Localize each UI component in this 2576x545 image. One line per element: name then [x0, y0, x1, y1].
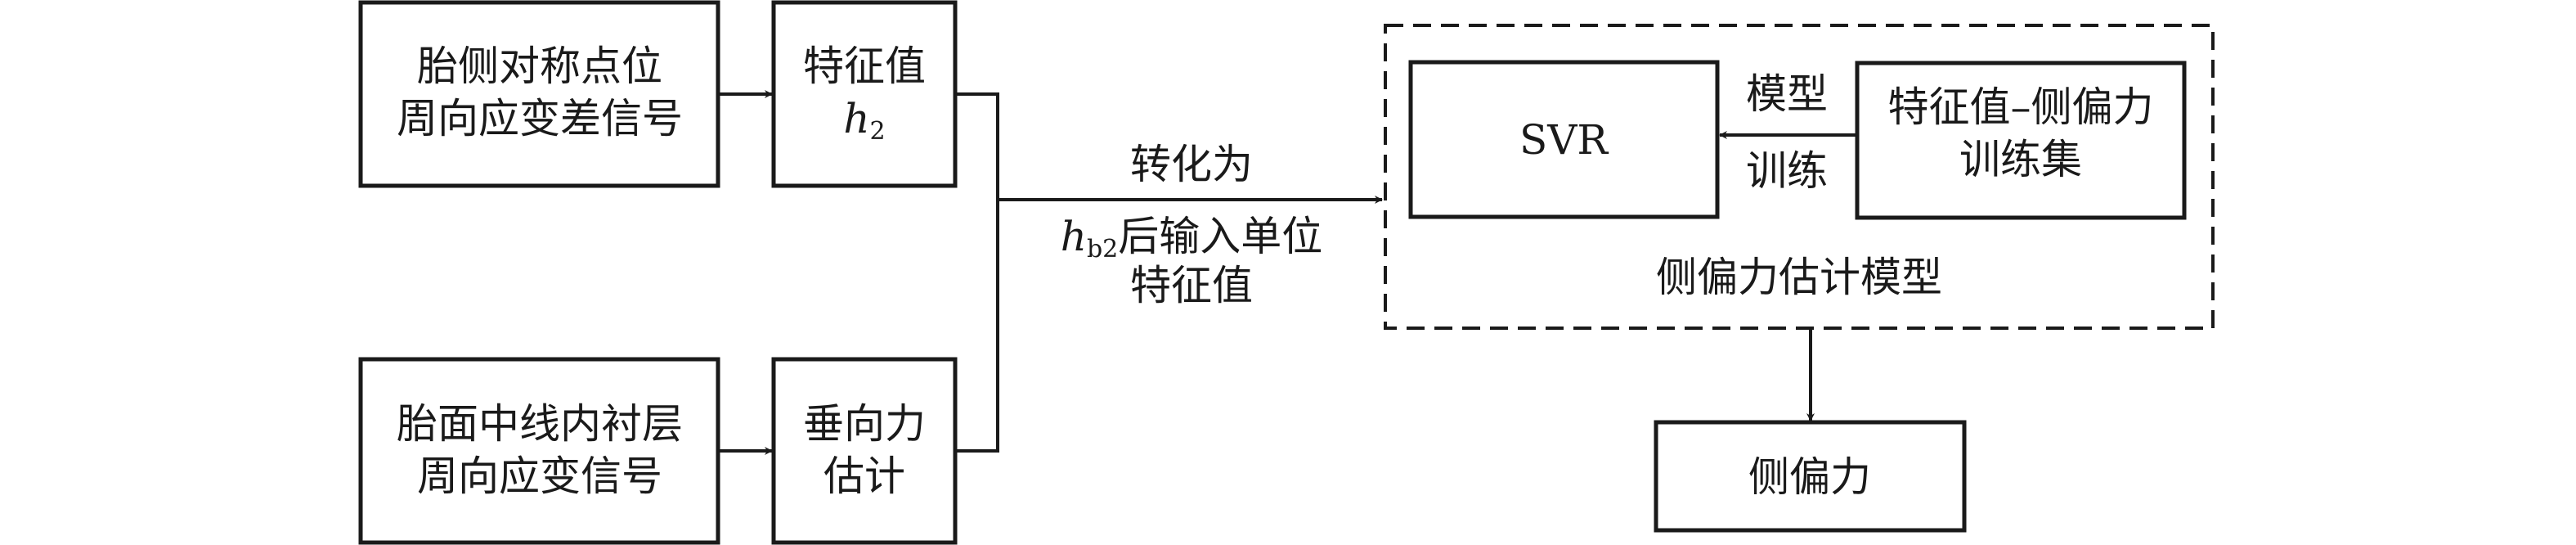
training-label-bottom: 训练 [1746, 147, 1828, 195]
training-label-top: 模型 [1746, 70, 1828, 118]
feature-h2-label: 特征值 [803, 43, 926, 90]
vertical-force-box: 垂向力 估计 [771, 357, 958, 545]
model-group-label: 侧偏力估计模型 [1656, 254, 1942, 301]
convert-label-top: 转化为 [1130, 141, 1253, 188]
merge-connector [955, 92, 999, 453]
vertical-force-line1: 垂向力 [803, 400, 926, 448]
vertical-force-line2: 估计 [824, 453, 905, 500]
sidewall-signal-box: 胎侧对称点位 周向应变差信号 [358, 0, 720, 188]
svr-label: SVR [1519, 116, 1609, 164]
feature-h2-box: 特征值 h2 [771, 0, 958, 188]
training-set-line2: 训练集 [1959, 136, 2082, 183]
convert-label-middle: hb2后输入单位 [1061, 213, 1323, 263]
feature-h2-symbol: h2 [843, 95, 885, 146]
sidewall-signal-line2: 周向应变差信号 [397, 95, 683, 142]
tread-signal-line2: 周向应变信号 [417, 453, 662, 500]
training-set-box: 特征值–侧偏力 训练集 [1855, 61, 2187, 220]
tread-signal-line1: 胎面中线内衬层 [397, 400, 683, 448]
output-box: 侧偏力 [1654, 420, 1967, 533]
tread-signal-box: 胎面中线内衬层 周向应变信号 [358, 357, 720, 545]
convert-label-bottom: 特征值 [1130, 262, 1253, 309]
output-label: 侧偏力 [1748, 453, 1871, 501]
training-set-line1: 特征值–侧偏力 [1888, 83, 2154, 131]
sidewall-signal-line1: 胎侧对称点位 [417, 43, 662, 90]
model-group-boundary [1384, 24, 2215, 330]
svr-box: SVR [1408, 60, 1720, 219]
